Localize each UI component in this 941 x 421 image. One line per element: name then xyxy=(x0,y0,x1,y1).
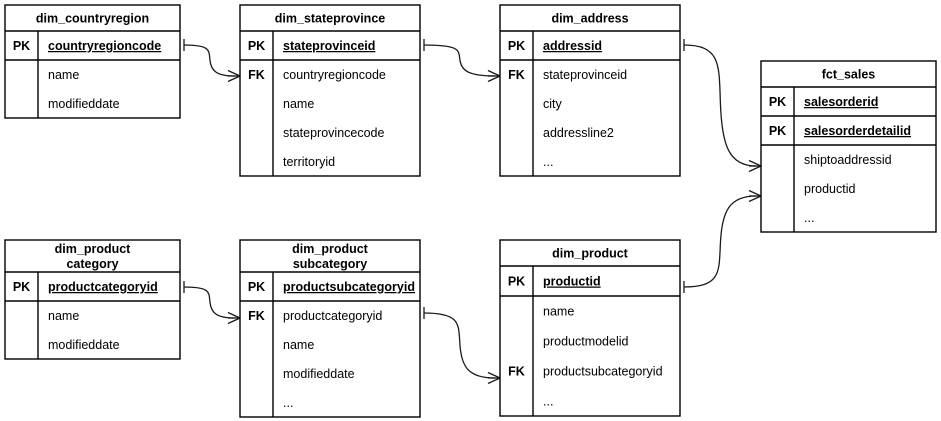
key-tag-fk: FK xyxy=(508,68,525,82)
attribute-name: name xyxy=(543,305,574,319)
entity-title: dim_stateprovince xyxy=(275,12,386,26)
key-tag-pk: PK xyxy=(248,39,265,53)
attribute-name: name xyxy=(283,338,314,352)
crowsfoot-prong-0 xyxy=(487,371,501,379)
attribute-stateprovinceid: stateprovinceid xyxy=(543,68,627,82)
relationship-stateprovince-to-address[interactable] xyxy=(423,39,501,83)
crowsfoot-prong-0 xyxy=(487,69,501,77)
key-tag-pk: PK xyxy=(769,95,786,109)
attribute-productid: productid xyxy=(804,182,855,196)
entity-outline xyxy=(760,60,937,233)
entity-title: fct_sales xyxy=(822,68,876,82)
entity-outline xyxy=(4,239,181,360)
attribute-productid: productid xyxy=(543,275,601,289)
attribute-productsubcategoryid: productsubcategoryid xyxy=(543,365,663,379)
attribute-stateprovinceid: stateprovinceid xyxy=(283,39,375,53)
relationship-line xyxy=(683,44,757,167)
relationship-line xyxy=(423,44,496,77)
attribute-name: name xyxy=(48,309,79,323)
attribute-productcategoryid: productcategoryid xyxy=(48,280,158,294)
relationship-line xyxy=(183,286,236,319)
key-tag-pk: PK xyxy=(769,124,786,138)
relationships-layer xyxy=(183,39,762,385)
attribute-city: city xyxy=(543,97,563,111)
key-tag-pk: PK xyxy=(508,275,525,289)
entity-title: dim_product xyxy=(292,242,369,256)
crowsfoot-prong-0 xyxy=(748,159,762,167)
crowsfoot-prong-2 xyxy=(487,75,501,83)
crowsfoot-prong-0 xyxy=(227,311,241,319)
relationship-address-to-fctsales[interactable] xyxy=(683,39,762,173)
attribute-productcategoryid: productcategoryid xyxy=(283,309,382,323)
relationship-countryregion-to-stateprovince[interactable] xyxy=(183,39,241,83)
attribute-modifieddate: modifieddate xyxy=(48,338,120,352)
attribute-countryregioncode: countryregioncode xyxy=(283,68,386,82)
key-tag-pk: PK xyxy=(508,39,525,53)
entity-outline xyxy=(239,4,421,177)
entity-title: subcategory xyxy=(293,257,367,271)
crowsfoot-prong-0 xyxy=(748,189,762,197)
relationship-line xyxy=(183,44,236,77)
crowsfoot-prong-2 xyxy=(227,75,241,83)
attribute-productmodelid: productmodelid xyxy=(543,335,629,349)
key-tag-pk: PK xyxy=(248,280,265,294)
entity-outline xyxy=(4,4,181,119)
attribute-stateprovincecode: stateprovincecode xyxy=(283,126,385,140)
entity-title: category xyxy=(66,257,118,271)
attribute-addressline2: addressline2 xyxy=(543,126,614,140)
entity-title: dim_address xyxy=(551,12,628,26)
attribute-salesorderid: salesorderid xyxy=(804,95,878,109)
relationship-productcategory-to-subcategory[interactable] xyxy=(183,281,241,325)
relationship-line xyxy=(683,195,757,288)
attribute-countryregioncode: countryregioncode xyxy=(48,39,161,53)
attribute--: ... xyxy=(804,211,814,225)
attribute-addressid: addressid xyxy=(543,39,602,53)
attribute-salesorderdetailid: salesorderdetailid xyxy=(804,124,911,138)
key-tag-fk: FK xyxy=(248,309,265,323)
attribute--: ... xyxy=(543,155,553,169)
key-tag-fk: FK xyxy=(248,68,265,82)
crowsfoot-prong-0 xyxy=(227,69,241,77)
attribute-modifieddate: modifieddate xyxy=(283,367,355,381)
attribute-territoryid: territoryid xyxy=(283,155,335,169)
attribute--: ... xyxy=(543,395,553,409)
crowsfoot-prong-2 xyxy=(227,317,241,325)
crowsfoot-prong-2 xyxy=(748,165,762,173)
entity-title: dim_product xyxy=(55,242,132,256)
relationship-product-to-fctsales[interactable] xyxy=(683,189,762,294)
key-tag-pk: PK xyxy=(13,280,30,294)
entity-outline xyxy=(499,239,681,417)
relationship-line xyxy=(423,312,496,379)
entity-outline xyxy=(499,4,681,177)
entity-title: dim_product xyxy=(552,247,629,261)
attribute-shiptoaddressid: shiptoaddressid xyxy=(804,153,892,167)
key-tag-pk: PK xyxy=(13,39,30,53)
crowsfoot-prong-2 xyxy=(748,195,762,203)
relationship-subcategory-to-product[interactable] xyxy=(423,307,501,385)
entity-outline xyxy=(239,239,421,418)
crowsfoot-prong-2 xyxy=(487,377,501,385)
attribute-name: name xyxy=(48,68,79,82)
entity-title: dim_countryregion xyxy=(36,12,149,26)
attribute--: ... xyxy=(283,396,293,410)
attribute-modifieddate: modifieddate xyxy=(48,97,120,111)
key-tag-fk: FK xyxy=(508,365,525,379)
attribute-productsubcategoryid: productsubcategoryid xyxy=(283,280,415,294)
attribute-name: name xyxy=(283,97,314,111)
